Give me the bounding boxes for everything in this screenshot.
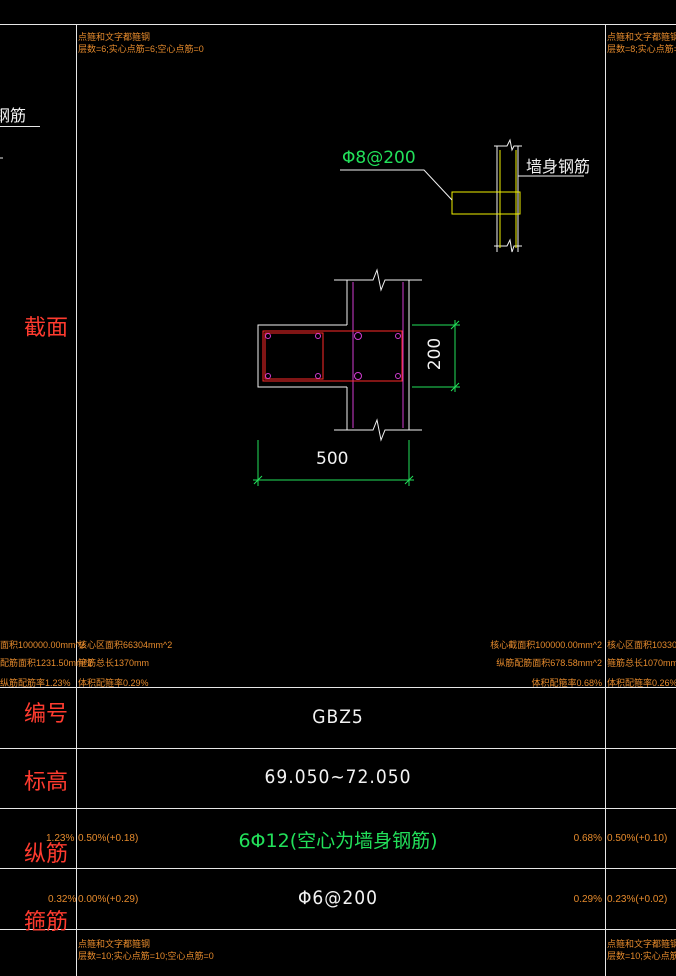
note-mid-left-3: 纵筋配筋率1.23% xyxy=(0,678,71,688)
note-long-center-left: 0.50%(+0.18) xyxy=(78,833,139,844)
note-top-right-2: 层数=8;实心点筋=8;5 xyxy=(607,44,676,54)
note-mid-right-3: 体积配箍率0.68% xyxy=(531,678,602,688)
label-section: 截面 xyxy=(24,316,69,341)
cell-stirrup-value: Φ6@200 xyxy=(297,887,379,909)
label-longitudinal: 纵筋 xyxy=(24,842,69,867)
note-stir-center-left: 0.00%(+0.29) xyxy=(78,894,139,905)
table-grid xyxy=(0,24,676,976)
note-mid-center-2: 箍筋总长1370mm xyxy=(78,658,150,668)
note-long-far-right: 0.50%(+0.10) xyxy=(607,833,668,844)
note-mid-left-2: 配筋面积1231.50mm^2 xyxy=(0,658,93,668)
note-bottom-center-1: 点箍和文字都箍钢 xyxy=(78,939,151,949)
note-top-center-2: 层数=6;实心点筋=6;空心点筋=0 xyxy=(78,44,204,54)
note-mid-far-right-1: 核心区面积103304mm xyxy=(607,640,676,650)
cell-elevation-value: 69.050~72.050 xyxy=(264,766,412,788)
note-mid-center-3: 体积配箍率0.29% xyxy=(78,678,149,688)
cell-longitudinal-value: 6Φ12(空心为墙身钢筋) xyxy=(238,830,438,852)
note-stir-far-right: 0.23%(+0.02) xyxy=(607,894,668,905)
wall-rebar-detail xyxy=(340,138,584,253)
note-stir-right: 0.29% xyxy=(573,894,602,905)
wall-rebar-label: 墙身钢筋 xyxy=(526,157,591,176)
note-stir-left: 0.32% xyxy=(48,894,77,905)
wall-rebar-spec: Φ8@200 xyxy=(342,148,416,168)
label-stirrup: 箍筋 xyxy=(24,910,69,935)
note-bottom-right-1: 点箍和文字都箍钢 xyxy=(607,939,676,949)
note-mid-left-1: 面积100000.00mm^2 xyxy=(0,640,85,650)
note-long-right: 0.68% xyxy=(573,833,602,844)
note-mid-center-1: 核心区面积66304mm^2 xyxy=(78,640,173,650)
note-mid-right-2: 纵筋配筋面积678.58mm^2 xyxy=(496,658,602,668)
section-drawing xyxy=(253,268,460,486)
note-top-right-1: 点箍和文字都箍钢 xyxy=(607,32,676,42)
note-mid-far-right-2: 箍筋总长1070mm xyxy=(607,658,676,668)
dim-height: 200 xyxy=(425,337,446,371)
note-bottom-right-2: 层数=10;实心点筋=10 xyxy=(607,951,676,961)
left-edge-label: 钢筋 xyxy=(0,106,27,125)
cell-number-value: GBZ5 xyxy=(312,706,364,728)
note-bottom-center-2: 层数=10;实心点筋=10;空心点筋=0 xyxy=(78,951,214,961)
label-number: 编号 xyxy=(24,702,69,727)
label-elevation: 标高 xyxy=(24,770,69,795)
note-long-left: 1.23% xyxy=(46,833,75,844)
dim-width: 500 xyxy=(316,449,349,469)
note-mid-far-right-3: 体积配箍率0.26% xyxy=(607,678,676,688)
note-mid-right-1: 核心截面积100000.00mm^2 xyxy=(490,640,602,650)
note-top-center-1: 点箍和文字都箍钢 xyxy=(78,32,151,42)
